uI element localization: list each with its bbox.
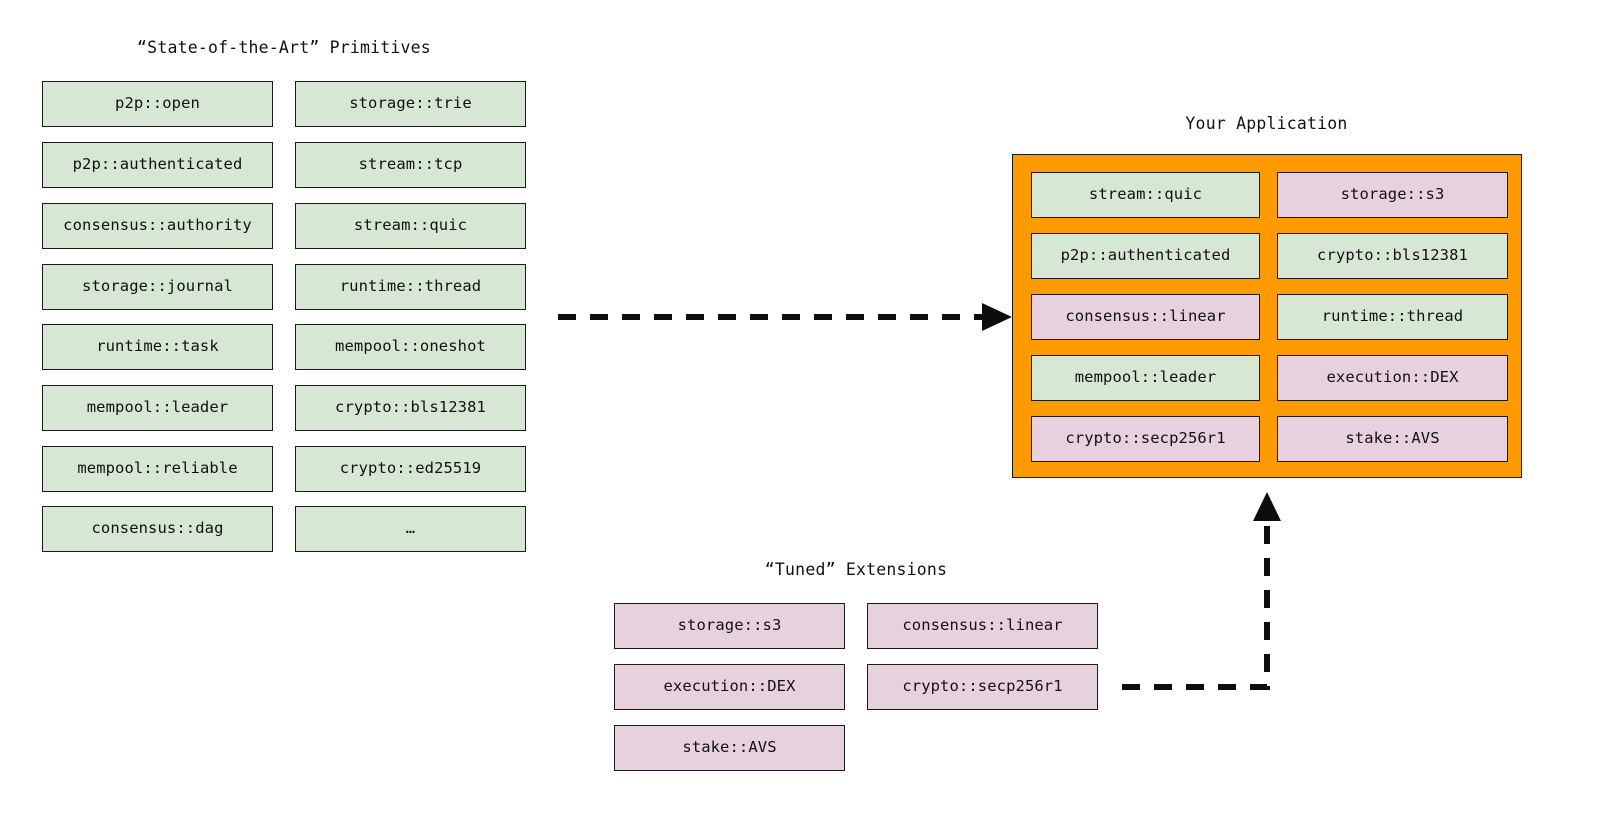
primitives-section-title: “State-of-the-Art” Primitives: [137, 38, 431, 57]
extension-box[interactable]: execution::DEX: [614, 664, 845, 710]
application-box[interactable]: execution::DEX: [1277, 355, 1508, 401]
extension-box[interactable]: consensus::linear: [867, 603, 1098, 649]
primitive-box[interactable]: crypto::ed25519: [295, 446, 526, 492]
application-box[interactable]: crypto::secp256r1: [1031, 416, 1260, 462]
primitive-box[interactable]: consensus::authority: [42, 203, 273, 249]
primitive-box-ellipsis[interactable]: …: [295, 506, 526, 552]
extensions-arrow-head: [1253, 492, 1281, 521]
primitive-box[interactable]: p2p::open: [42, 81, 273, 127]
primitive-box[interactable]: runtime::task: [42, 324, 273, 370]
primitives-arrow-head: [982, 303, 1012, 331]
application-section-title: Your Application: [1185, 114, 1348, 133]
primitive-box[interactable]: mempool::leader: [42, 385, 273, 431]
application-box[interactable]: stream::quic: [1031, 172, 1260, 218]
application-box[interactable]: crypto::bls12381: [1277, 233, 1508, 279]
application-box[interactable]: mempool::leader: [1031, 355, 1260, 401]
application-box[interactable]: consensus::linear: [1031, 294, 1260, 340]
application-box[interactable]: p2p::authenticated: [1031, 233, 1260, 279]
primitive-box[interactable]: crypto::bls12381: [295, 385, 526, 431]
primitive-box[interactable]: runtime::thread: [295, 264, 526, 310]
extension-box[interactable]: storage::s3: [614, 603, 845, 649]
extensions-section-title: “Tuned” Extensions: [764, 560, 948, 579]
primitive-box[interactable]: stream::quic: [295, 203, 526, 249]
extension-box[interactable]: crypto::secp256r1: [867, 664, 1098, 710]
primitive-box[interactable]: mempool::oneshot: [295, 324, 526, 370]
application-box[interactable]: stake::AVS: [1277, 416, 1508, 462]
primitive-box[interactable]: stream::tcp: [295, 142, 526, 188]
primitive-box[interactable]: p2p::authenticated: [42, 142, 273, 188]
primitive-box[interactable]: storage::journal: [42, 264, 273, 310]
application-box[interactable]: storage::s3: [1277, 172, 1508, 218]
primitive-box[interactable]: consensus::dag: [42, 506, 273, 552]
primitive-box[interactable]: mempool::reliable: [42, 446, 273, 492]
primitive-box[interactable]: storage::trie: [295, 81, 526, 127]
application-box[interactable]: runtime::thread: [1277, 294, 1508, 340]
extensions-arrow-line: [1122, 521, 1270, 690]
extension-box[interactable]: stake::AVS: [614, 725, 845, 771]
